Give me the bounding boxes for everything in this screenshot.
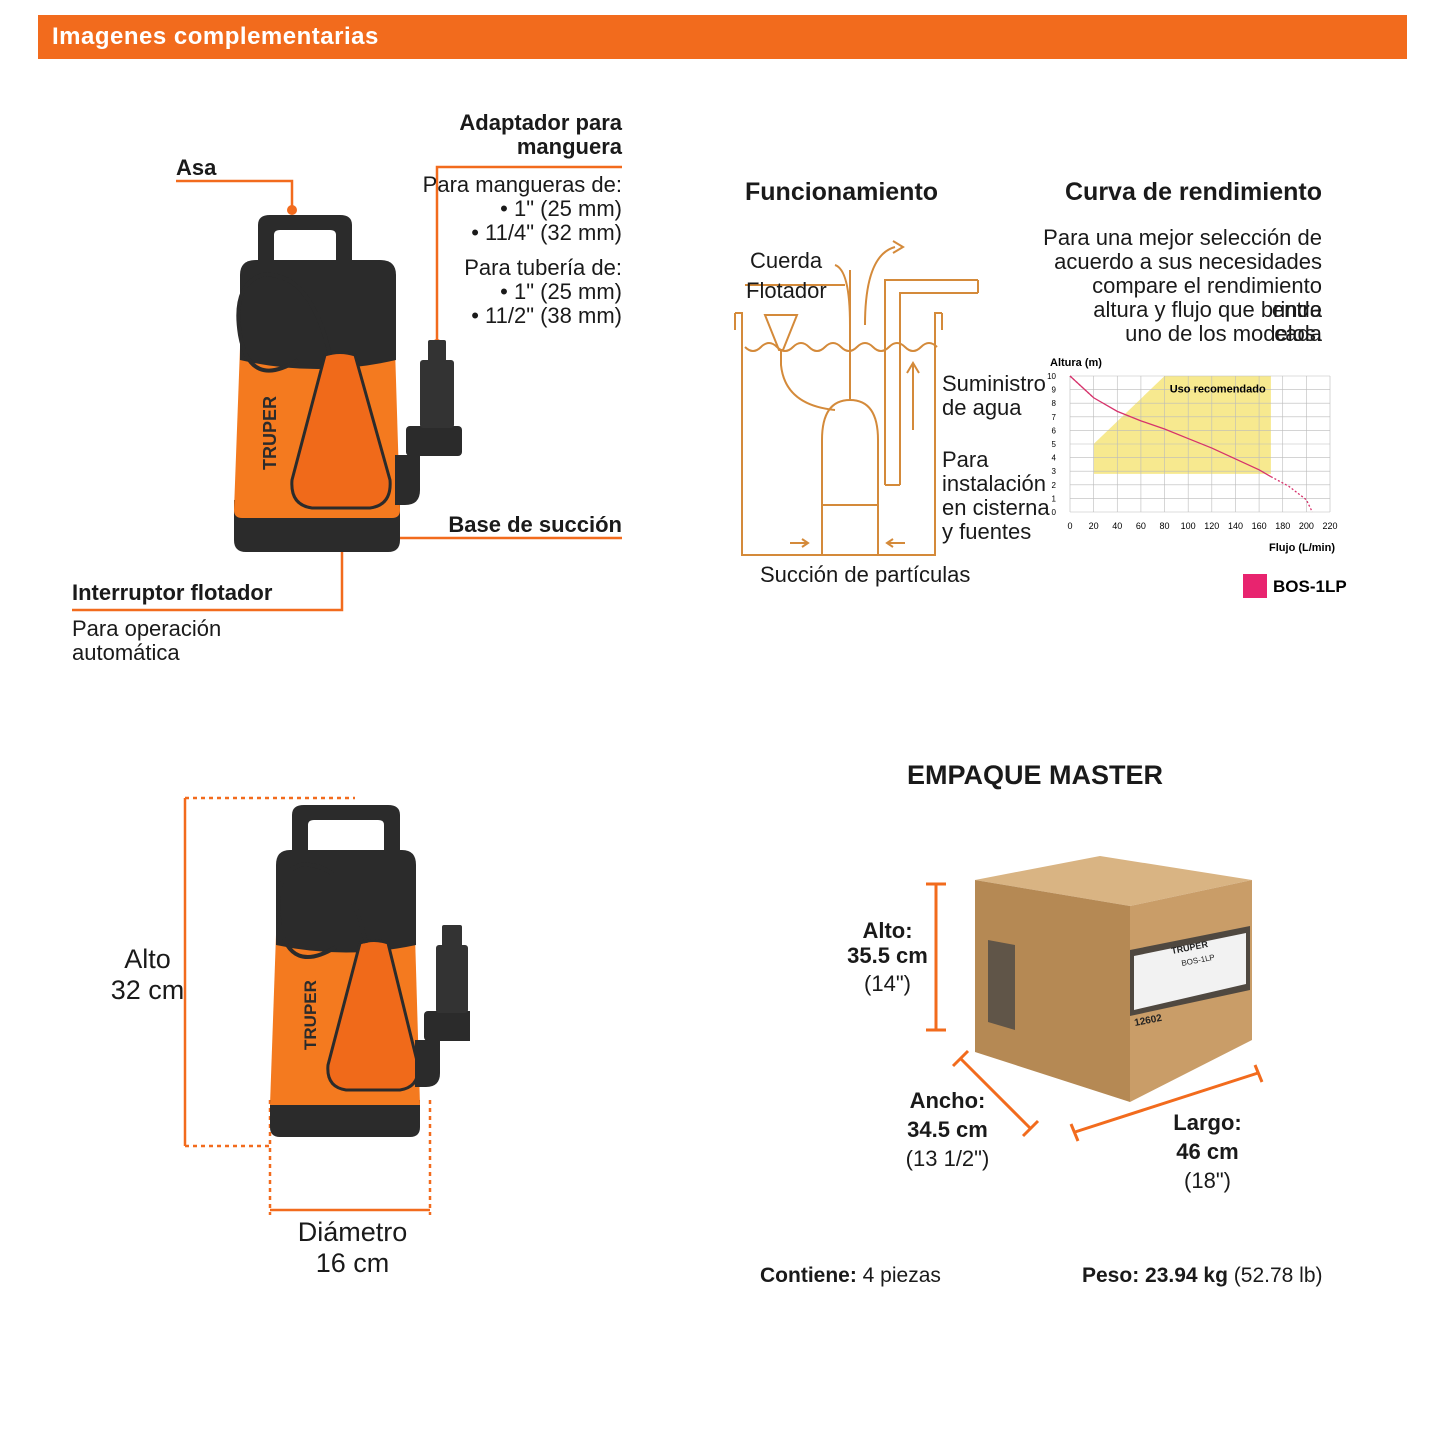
- weight-pounds: (52.78 lb): [1233, 1264, 1323, 1287]
- chart-y-tick-label: 8: [1052, 399, 1057, 408]
- performance-desc-4: altura y flujo que brinda cada: [1093, 297, 1322, 346]
- pump-dimensions-graphic: TRUPER: [183, 796, 470, 1215]
- master-box-graphic: TRUPER BOS-1LP 12602: [926, 856, 1264, 1142]
- chart-x-tick-label: 100: [1181, 521, 1196, 531]
- chart-x-tick-label: 160: [1252, 521, 1267, 531]
- performance-desc-1: Para una mejor selección de: [1043, 225, 1322, 250]
- legend-swatch-bos-1lp: [1243, 574, 1267, 598]
- chart-y-tick-label: 10: [1047, 372, 1056, 381]
- contains-value: 4 piezas: [862, 1264, 941, 1287]
- chart-x-tick-label: 80: [1160, 521, 1170, 531]
- chart-x-tick-label: 60: [1136, 521, 1146, 531]
- weight-row: Peso: 23.94 kg (52.78 lb): [1082, 1264, 1323, 1288]
- performance-desc-5: uno de los modelos.: [1125, 321, 1322, 346]
- install-line1: Para: [942, 447, 989, 472]
- performance-desc-3: compare el rendimiento entre: [1092, 273, 1322, 322]
- box-width-value: 34.5 cm: [907, 1117, 988, 1142]
- hose-size-2: • 11/4" (32 mm): [471, 220, 622, 245]
- cord-label: Cuerda: [750, 248, 823, 273]
- box-width-inches: (13 1/2"): [905, 1146, 990, 1171]
- chart-x-tick-label: 140: [1228, 521, 1243, 531]
- chart-annotation-recommended: Uso recomendado: [1170, 383, 1266, 395]
- float-switch-desc-1: Para operación: [72, 616, 222, 641]
- height-label: Alto: [124, 944, 171, 974]
- section-header-bar: Imagenes complementarias: [38, 15, 1407, 59]
- chart-y-axis-label: Altura (m): [1050, 357, 1102, 369]
- box-length-label: Largo:: [1173, 1110, 1242, 1135]
- chart-y-tick-label: 7: [1052, 413, 1057, 422]
- chart-y-tick-label: 4: [1052, 454, 1057, 463]
- chart-series-line: [1069, 375, 1272, 478]
- performance-title: Curva de rendimiento: [1065, 178, 1322, 206]
- pump-callout-graphic: TRUPER: [72, 165, 622, 612]
- water-supply-line2: de agua: [942, 395, 1022, 420]
- chart-x-tick-label: 20: [1089, 521, 1099, 531]
- chart-y-tick-label: 9: [1052, 386, 1057, 395]
- box-length-inches: (18"): [1184, 1168, 1231, 1193]
- section-header-title: Imagenes complementarias: [52, 23, 379, 50]
- water-supply-line1: Suministro: [942, 371, 1046, 396]
- diameter-label: Diámetro: [297, 1217, 408, 1247]
- chart-x-tick-label: 0: [1067, 521, 1072, 531]
- asa-label: Asa: [176, 155, 217, 180]
- install-line3: en cisterna: [942, 495, 1050, 520]
- base-label: Base de succión: [448, 512, 622, 537]
- box-height-label: Alto:: [862, 918, 913, 943]
- install-line4: y fuentes: [942, 519, 1032, 544]
- callout-line-adapter: [435, 165, 622, 342]
- cardboard-box-image: TRUPER BOS-1LP 12602: [975, 856, 1252, 1102]
- pump-brand-text: TRUPER: [260, 396, 280, 470]
- chart-y-tick-label: 2: [1052, 481, 1057, 490]
- hose-size-1: • 1" (25 mm): [500, 196, 622, 221]
- box-length-value: 46 cm: [1176, 1139, 1239, 1164]
- pipe-heading: Para tubería de:: [464, 255, 622, 280]
- performance-desc-2: acuerdo a sus necesidades: [1054, 249, 1322, 274]
- adapter-title-line2: manguera: [516, 134, 622, 159]
- contains-label: Contiene:: [760, 1264, 857, 1287]
- operation-title: Funcionamiento: [745, 178, 939, 206]
- suction-label: Succión de partículas: [760, 562, 971, 587]
- chart-x-axis-label: Flujo (L/min): [1269, 542, 1335, 554]
- pump-brand-text-2: TRUPER: [301, 980, 320, 1050]
- adapter-title-line1: Adaptador para: [459, 110, 622, 135]
- hoses-heading: Para mangueras de:: [422, 172, 622, 197]
- box-code-text: 12602: [1133, 1013, 1163, 1029]
- chart-y-tick-label: 5: [1052, 440, 1057, 449]
- diameter-value: 16 cm: [315, 1248, 390, 1278]
- chart-series-line-start: [1069, 375, 1095, 399]
- box-width-label: Ancho:: [909, 1088, 986, 1113]
- chart-x-tick-label: 200: [1299, 521, 1314, 531]
- pump-image: TRUPER: [234, 215, 462, 552]
- chart-y-tick-label: 6: [1052, 426, 1057, 435]
- chart-x-tick-label: 40: [1112, 521, 1122, 531]
- float-label: Flotador: [746, 278, 827, 303]
- float-switch-desc-2: automática: [72, 640, 180, 665]
- contains-row: Contiene: 4 piezas: [760, 1264, 941, 1288]
- float-switch-title: Interruptor flotador: [72, 580, 273, 605]
- chart-y-tick-label: 0: [1052, 508, 1057, 517]
- install-line2: instalación: [942, 471, 1046, 496]
- height-value: 32 cm: [110, 975, 185, 1005]
- pump-image-dimensions: TRUPER: [270, 805, 470, 1137]
- chart-y-tick-label: 3: [1052, 467, 1057, 476]
- operation-diagram: [734, 240, 979, 556]
- box-height-inches: (14"): [864, 971, 911, 996]
- pipe-size-1: • 1" (25 mm): [500, 279, 622, 304]
- chart-x-tick-label: 180: [1275, 521, 1290, 531]
- box-height-value: 35.5 cm: [847, 943, 928, 968]
- chart-y-tick-label: 1: [1052, 494, 1057, 503]
- callout-line-asa: [176, 179, 294, 210]
- weight-label: Peso:: [1082, 1264, 1140, 1287]
- pipe-size-2: • 11/2" (38 mm): [471, 303, 622, 328]
- legend-label-bos-1lp: BOS-1LP: [1273, 577, 1347, 596]
- chart-recommended-zone: [1093, 376, 1271, 474]
- weight-value: 23.94 kg: [1145, 1264, 1228, 1287]
- chart-x-tick-label: 220: [1322, 521, 1337, 531]
- chart-series-line-extrapolated: [1270, 476, 1313, 513]
- master-pack-title: EMPAQUE MASTER: [906, 760, 1163, 790]
- chart-x-tick-label: 120: [1204, 521, 1219, 531]
